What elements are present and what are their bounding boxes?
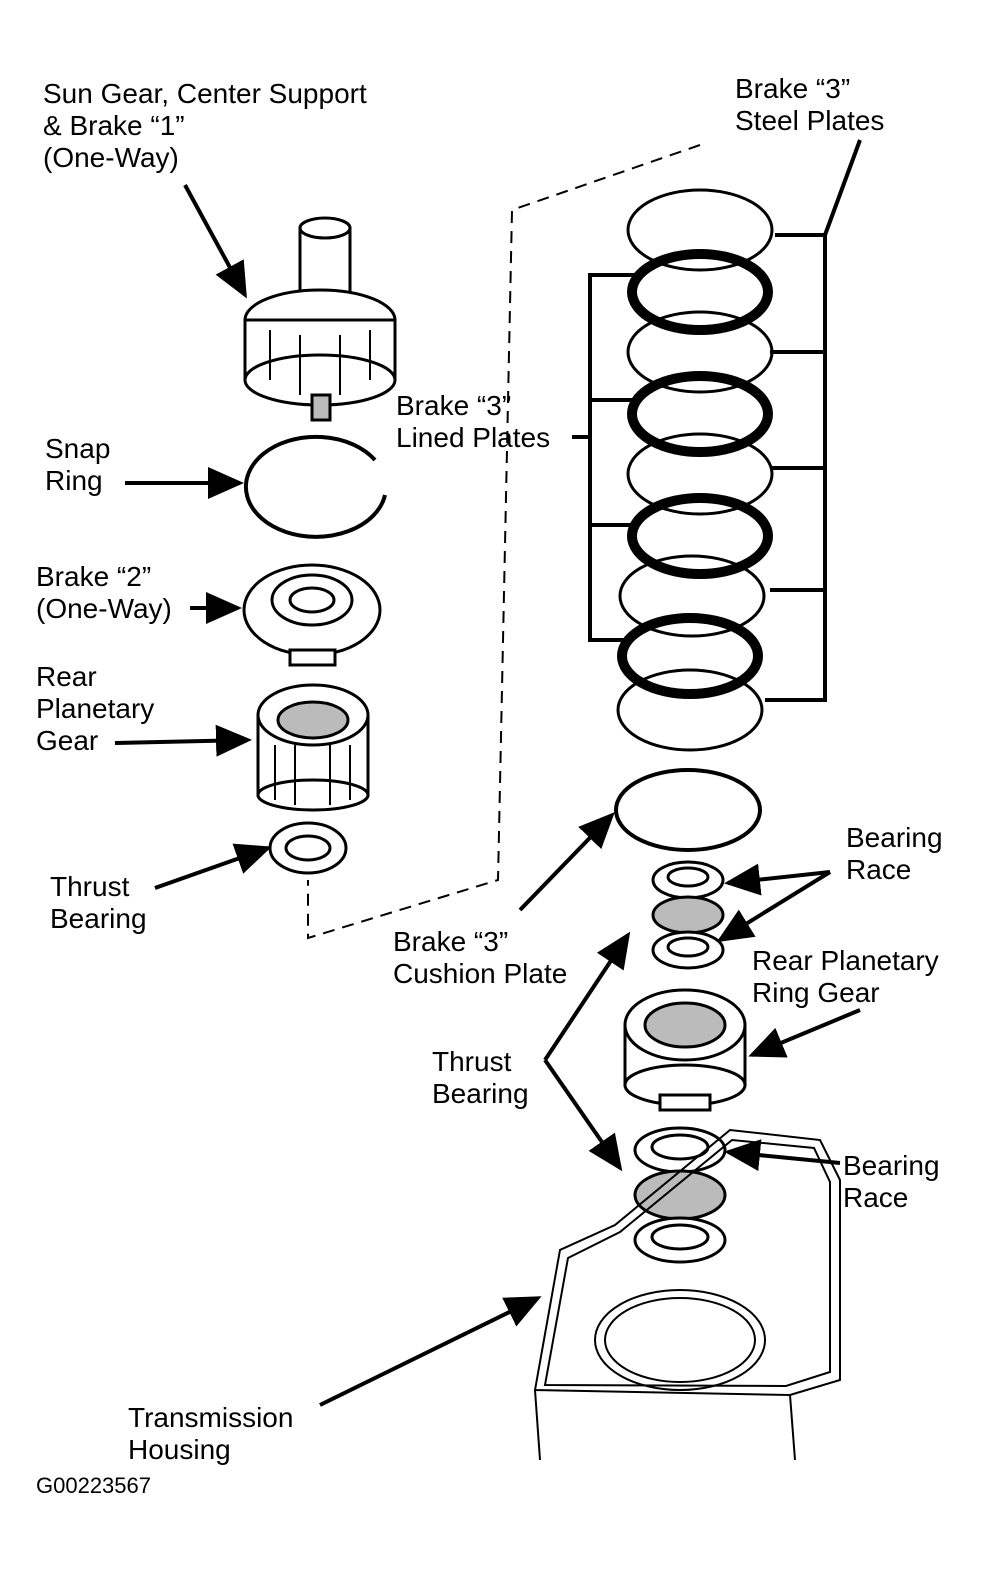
thrust-bearing-left-part — [268, 821, 348, 875]
label-sun-gear: Sun Gear, Center Support & Brake “1” (On… — [43, 78, 375, 173]
figure-id: G00223567 — [36, 1473, 151, 1498]
label-bearing-race-bottom: Bearing Race — [843, 1150, 947, 1213]
brake-3-cushion-plate-part — [614, 768, 762, 852]
transmission-housing-part — [533, 1128, 841, 1461]
label-transmission-housing: Transmission Housing — [128, 1402, 301, 1465]
alignment-dashed-line — [307, 144, 701, 940]
rear-planetary-gear-part — [256, 683, 370, 812]
upper-race-bearing-stack — [651, 860, 725, 970]
label-rear-planetary-ring: Rear Planetary Ring Gear — [752, 945, 947, 1008]
lined-plates-bracket — [588, 273, 635, 642]
label-brake-2: Brake “2” (One-Way) — [36, 561, 172, 624]
rear-planetary-ring-gear-part — [623, 988, 747, 1112]
label-rear-planetary-gear: Rear Planetary Gear — [36, 661, 162, 756]
lower-race-bearing-stack — [633, 1126, 727, 1264]
label-snap-ring: Snap Ring — [45, 433, 118, 496]
label-thrust-bearing-right: Thrust Bearing — [432, 1046, 529, 1109]
label-brake-3-steel: Brake “3” Steel Plates — [735, 73, 884, 136]
leader-arrows — [114, 184, 861, 1407]
snap-ring-part — [243, 434, 387, 539]
label-thrust-bearing-left: Thrust Bearing — [50, 871, 147, 934]
label-brake-3-lined: Brake “3” Lined Plates — [396, 390, 550, 453]
brake-3-plate-stack — [616, 188, 774, 752]
steel-plates-bracket — [765, 233, 827, 702]
brake-2-part — [242, 563, 382, 667]
label-brake-3-cushion: Brake “3” Cushion Plate — [393, 926, 567, 989]
sun-gear-center-support-part — [243, 216, 397, 422]
label-bearing-race-top: Bearing Race — [846, 822, 950, 885]
